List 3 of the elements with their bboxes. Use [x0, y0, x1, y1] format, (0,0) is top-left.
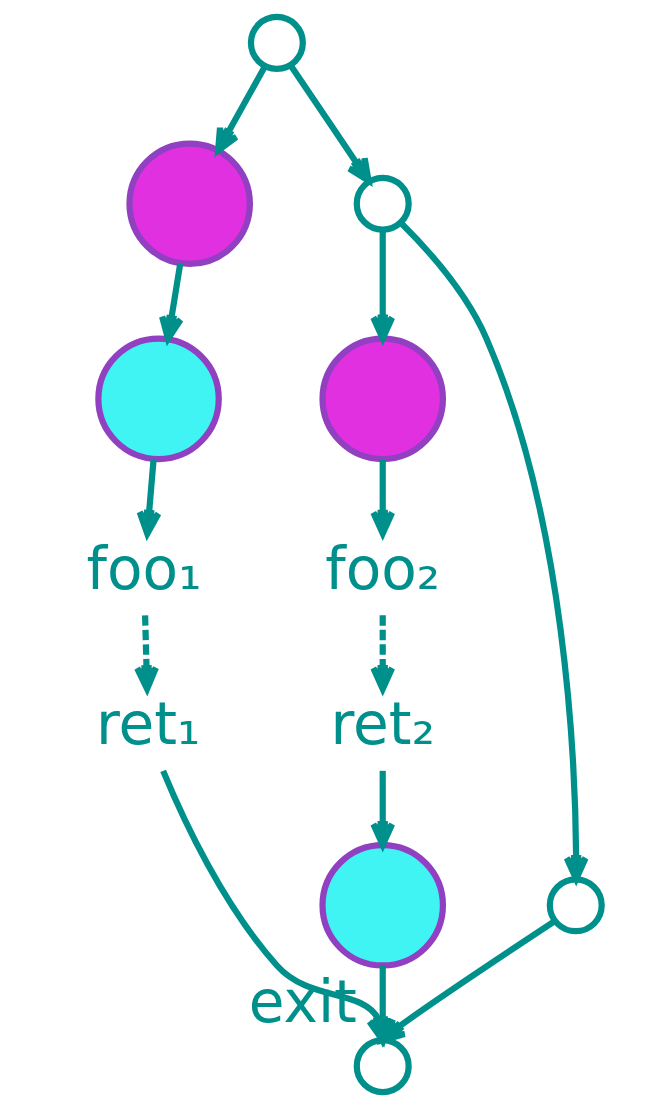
node-text: ret₁	[95, 690, 201, 759]
node-text: foo₁	[86, 534, 202, 603]
node-label: exit	[248, 968, 357, 1037]
